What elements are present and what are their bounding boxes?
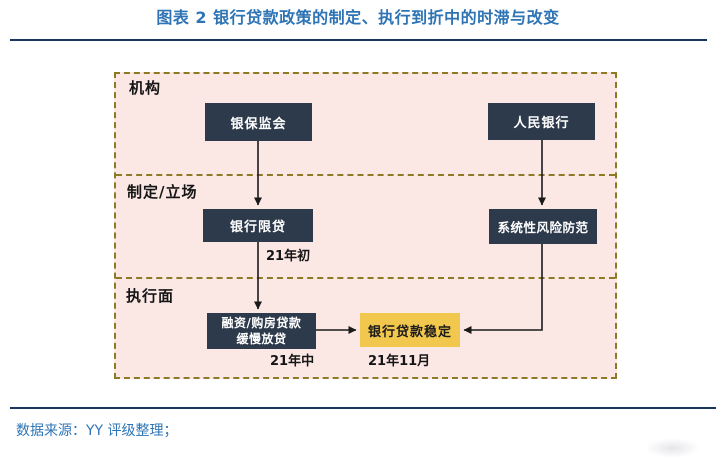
figure-title: 图表 2 银行贷款政策的制定、执行到折中的时滞与改变 bbox=[156, 8, 560, 27]
time-label-nov-2021: 21年11月 bbox=[368, 354, 431, 369]
section-label-formulation-stance: 制定/立场 bbox=[127, 183, 198, 201]
section-divider-institutions-formulation bbox=[116, 174, 615, 176]
node-slow-lending-line2: 缓慢放贷 bbox=[236, 332, 287, 346]
title-divider bbox=[10, 39, 707, 41]
node-bank-loan-restriction-label: 银行限贷 bbox=[229, 220, 286, 235]
node-cbirc: 银保监会 bbox=[205, 103, 312, 141]
time-label-early-2021: 21年初 bbox=[266, 249, 311, 264]
node-slow-lending: 融资/购房贷款 缓慢放贷 bbox=[207, 313, 316, 349]
section-label-institutions: 机构 bbox=[129, 79, 162, 97]
time-label-mid-2021: 21年中 bbox=[270, 354, 315, 369]
watermark-smudge bbox=[645, 438, 700, 458]
node-pboc-label: 人民银行 bbox=[513, 116, 570, 131]
section-divider-formulation-execution bbox=[116, 277, 615, 279]
node-bank-loan-restriction: 银行限贷 bbox=[203, 209, 313, 242]
node-systemic-risk-prevention: 系统性风险防范 bbox=[489, 209, 597, 244]
node-slow-lending-line1: 融资/购房贷款 bbox=[221, 315, 302, 330]
node-bank-loans-stable: 银行贷款稳定 bbox=[360, 313, 460, 347]
node-bank-loans-stable-label: 银行贷款稳定 bbox=[367, 324, 452, 340]
source-divider bbox=[10, 407, 716, 409]
source-note: 数据来源：YY 评级整理； bbox=[16, 423, 178, 439]
node-pboc: 人民银行 bbox=[488, 103, 595, 140]
node-cbirc-label: 银保监会 bbox=[230, 116, 287, 132]
node-systemic-risk-prevention-label: 系统性风险防范 bbox=[497, 220, 589, 235]
section-label-execution: 执行面 bbox=[126, 287, 175, 305]
